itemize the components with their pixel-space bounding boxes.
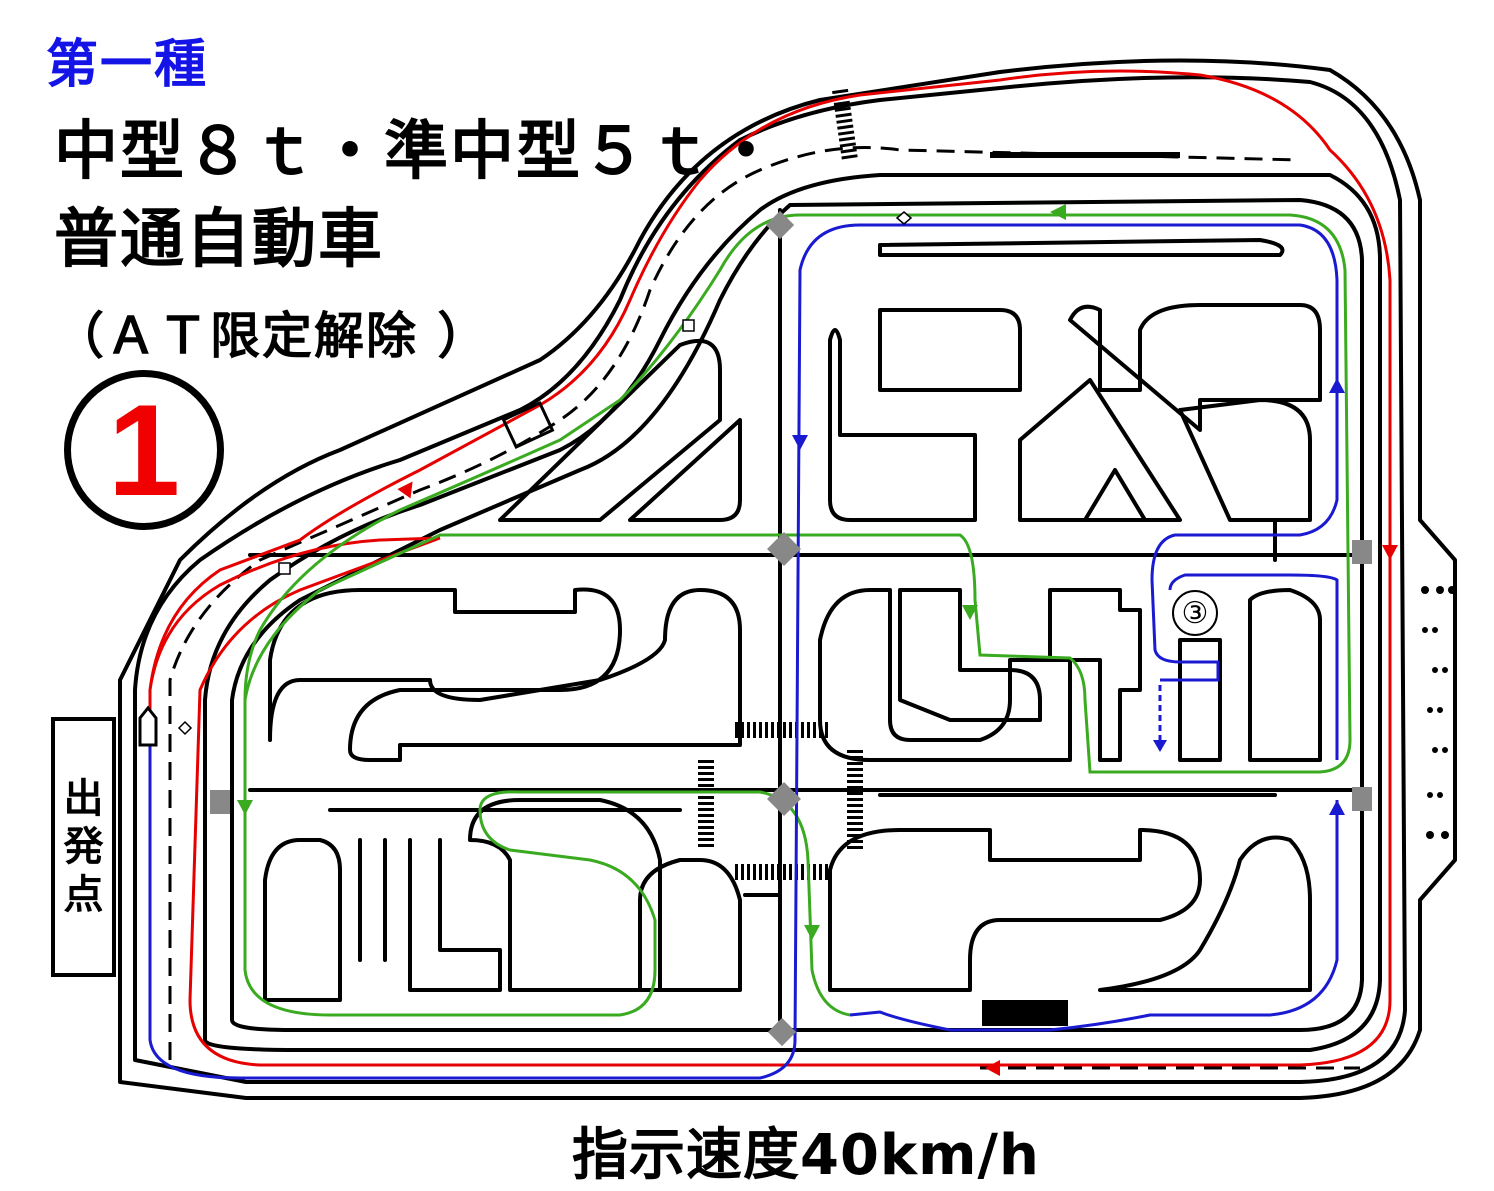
start-marker-icon — [138, 705, 158, 747]
inner-loop-outer — [230, 198, 1364, 1032]
block-top-left-a — [498, 339, 722, 522]
block-low-left-bars — [358, 838, 502, 992]
square-icons — [278, 319, 695, 575]
block-mid-far-right — [1178, 588, 1322, 762]
vehicle-title-line3: （ＡＴ限定解除 ） — [54, 307, 490, 365]
block-mid-right-blocks — [1048, 588, 1142, 762]
block-low-left-oval — [263, 838, 342, 1002]
start-point-char-1: 出 — [63, 776, 104, 822]
speed-instruction: 指示速度40km/h — [572, 1123, 1040, 1188]
junction-hatch-icons — [210, 210, 1372, 1047]
license-category: 第一種 — [46, 35, 209, 95]
black-parking-block — [982, 1000, 1068, 1026]
block-top-triangle — [1083, 468, 1147, 522]
start-point-char-2: 発 — [63, 824, 104, 870]
block-top-v-left — [1018, 378, 1182, 522]
block-top-v-right — [1178, 398, 1312, 522]
vehicle-title-line2: 普通自動車 — [54, 203, 384, 277]
route-blue — [148, 223, 1339, 1080]
course-number-badge: 1 — [64, 370, 224, 530]
block-top-mid — [828, 328, 977, 522]
diamond-icons — [177, 211, 913, 736]
start-point-char-3: 点 — [63, 872, 104, 918]
block-top-left-b — [628, 418, 742, 522]
start-point-box: 出 発 点 — [51, 717, 116, 977]
track-inner-edge — [203, 173, 1382, 1052]
right-edge-dots — [1421, 586, 1456, 839]
direction-arrows — [237, 204, 1398, 1076]
outer-boundary — [118, 58, 1457, 1100]
vehicle-title-line1: 中型８ｔ・準中型５ｔ・ — [54, 115, 780, 189]
point-marker-3: ③ — [1172, 590, 1218, 636]
block-mid-center-left — [818, 588, 1072, 762]
block-low-center — [468, 798, 662, 992]
course-number: 1 — [107, 377, 181, 523]
block-top-s — [878, 308, 1022, 392]
block-mid-center-top — [898, 588, 1042, 722]
block-low-right-s — [828, 828, 1312, 992]
track-outer-edge — [133, 75, 1407, 1084]
block-mid-left-s — [268, 587, 742, 762]
block-top-stair — [1068, 303, 1322, 432]
top-strip — [878, 238, 1285, 257]
